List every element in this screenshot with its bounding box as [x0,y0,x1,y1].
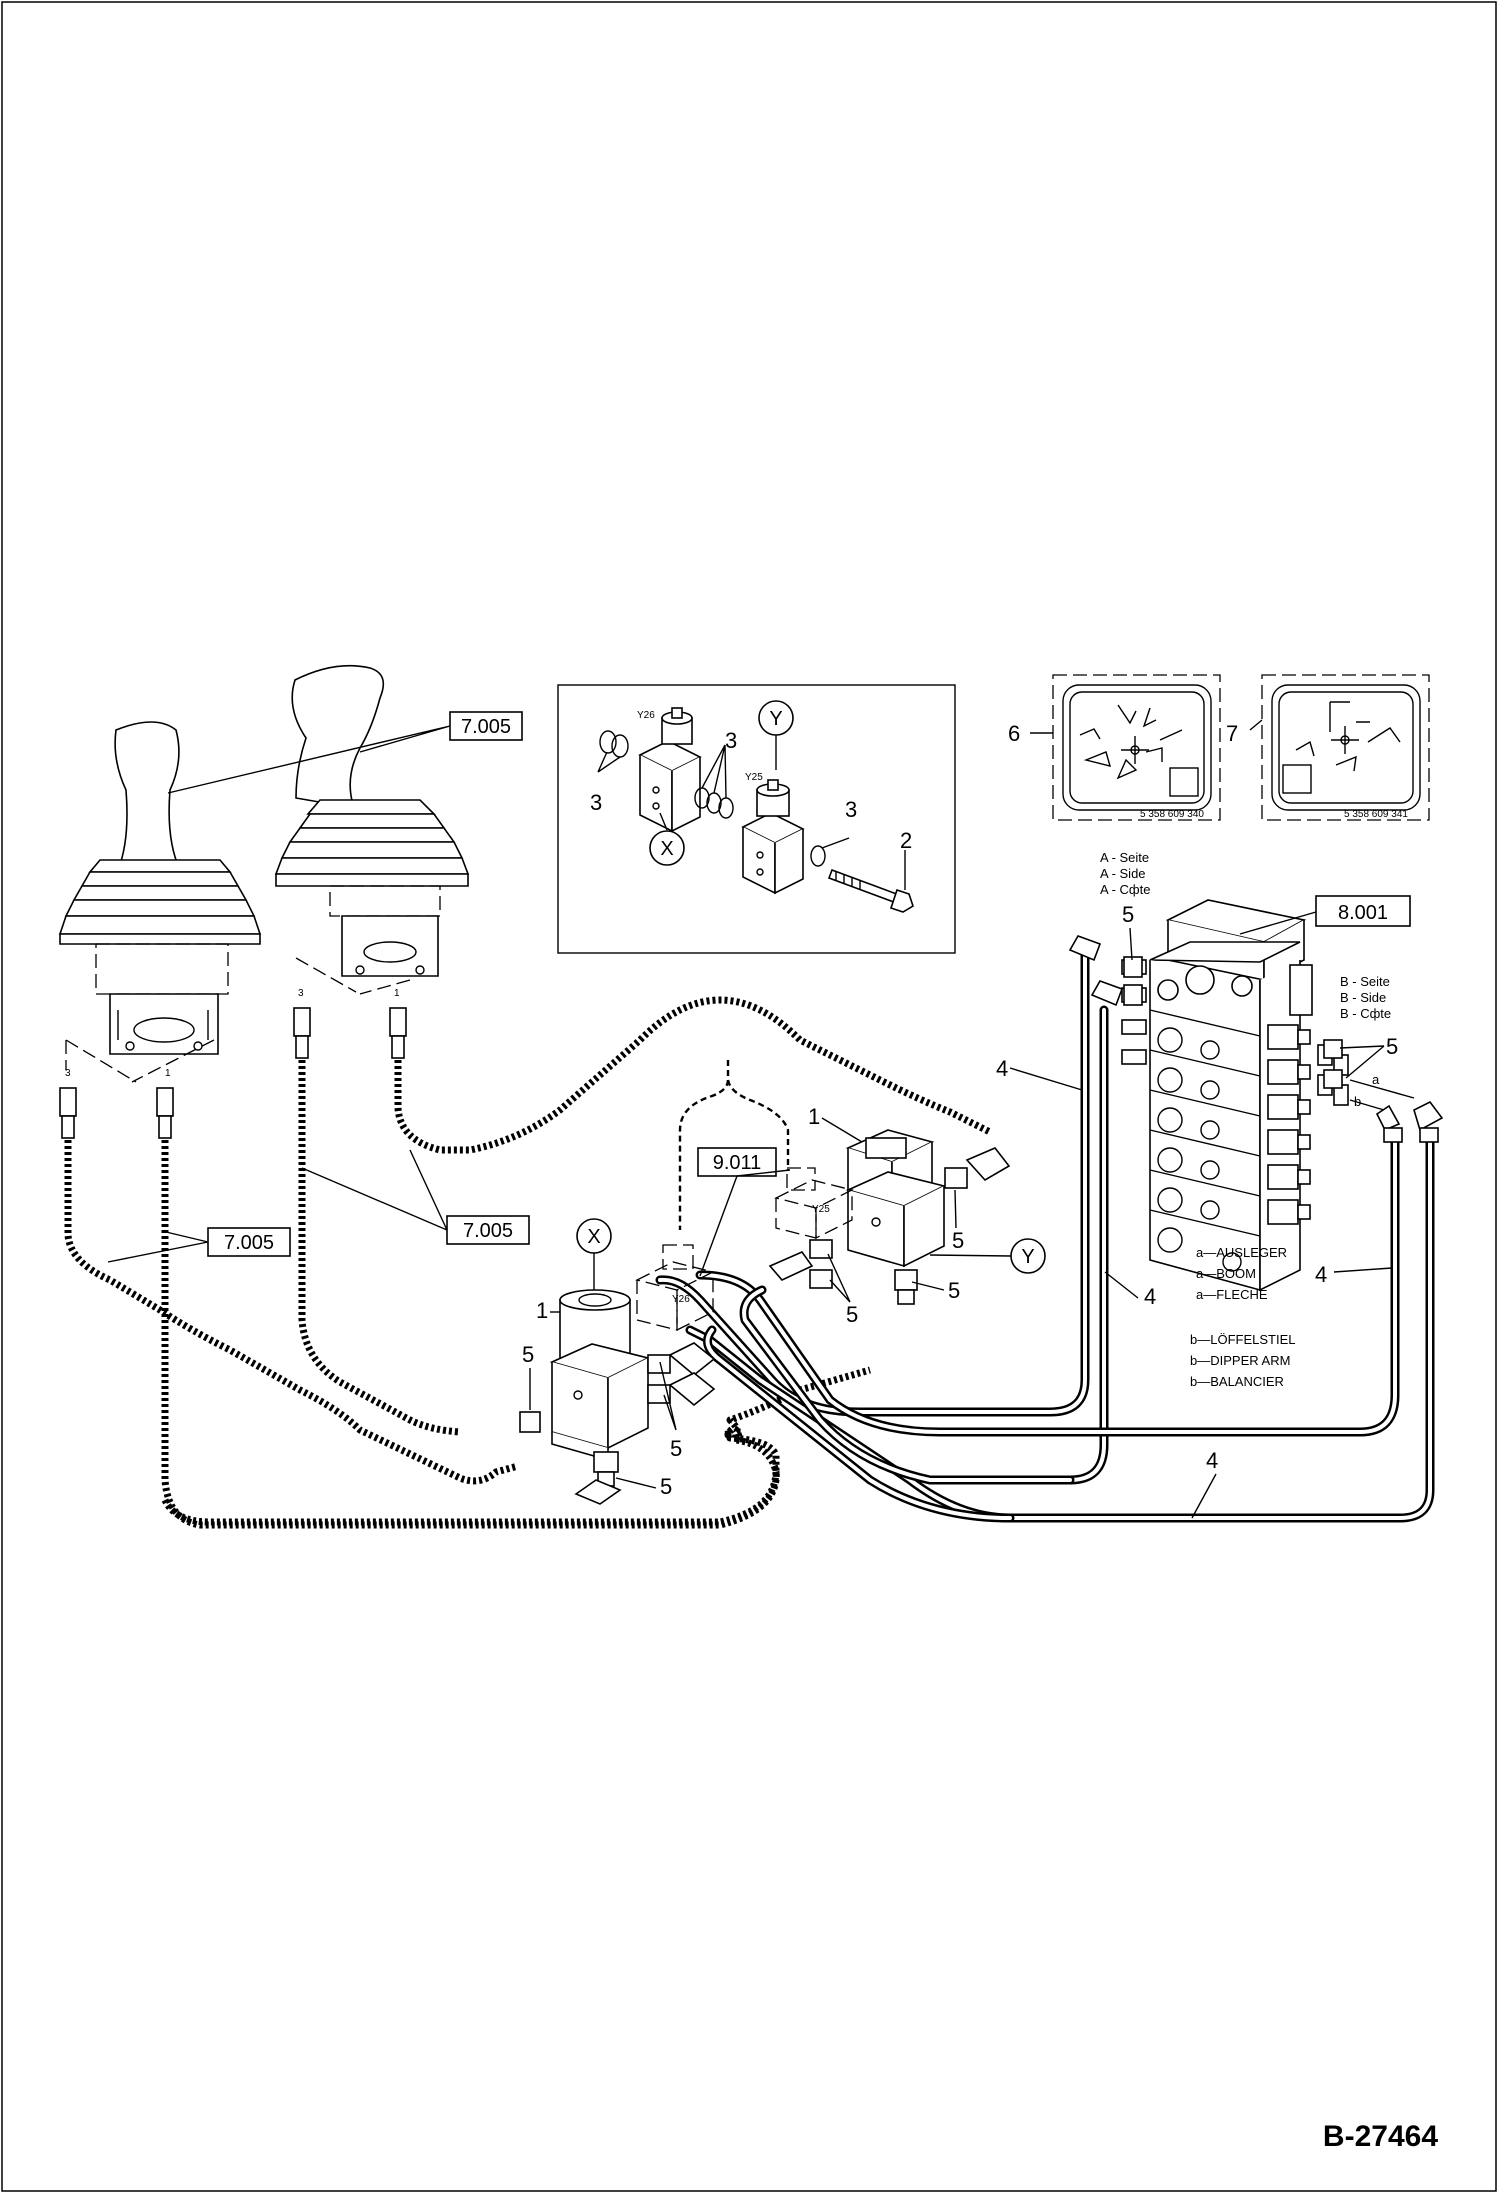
decal-6-part-number: 5 358 609 340 [1140,809,1204,820]
item-1-x: 1 [536,1298,548,1323]
ref-7005-c: 7.005 [463,1220,513,1242]
item-5-b: 5 [1386,1034,1398,1059]
detail-item-3-middle: 3 [725,728,737,753]
optional-valve-9011: Y26 Y25 [635,1167,854,1332]
legend-b-line-3: b—BALANCIER [1190,1374,1284,1389]
legend-a-line-3: a—FLECHE [1196,1287,1268,1302]
side-a-labels: A - Seite A - Side A - Cфte [1100,850,1150,897]
y26-main-label: Y26 [672,1294,690,1305]
y25-main-label: Y25 [812,1204,830,1215]
detail-marker-y: Y [769,708,782,730]
legend-a: a—AUSLEGER a—BOOM a—FLECHE [1196,1245,1287,1302]
detail-valve-y26: Y26 [637,707,702,833]
ref-7005-a: 7.005 [461,716,511,738]
ref-7005-c-box [446,1215,530,1245]
item-6: 6 [1008,721,1020,746]
ref-7005-a-box [449,711,523,741]
detail-item-3-left: 3 [590,790,602,815]
solenoid-valve-x [519,1289,716,1505]
left-port-1: 1 [165,1068,171,1079]
item-5-h: 5 [660,1474,672,1499]
pilot-hoses [64,996,992,1529]
legend-b-line-1: b—LÖFFELSTIEL [1190,1332,1295,1347]
side-b-line-3: B - Cфte [1340,1006,1391,1021]
ref-8001-box [1315,895,1411,927]
side-b-line-1: B - Seite [1340,974,1390,989]
ref-9011: 9.011 [713,1152,762,1174]
item-4-d: 4 [1206,1448,1218,1473]
item-5-a: 5 [1122,902,1134,927]
item-5-f: 5 [522,1342,534,1367]
legend-b-line-2: b—DIPPER ARM [1190,1353,1290,1368]
drawing-number: B-27464 [1323,2120,1438,2153]
right-port-1: 1 [394,988,400,999]
control-valve-8001 [1121,899,1349,1292]
decal-6: 5 358 609 340 6 [1008,674,1221,821]
side-a-line-2: A - Side [1100,866,1146,881]
solenoid-valve-y [768,1129,1011,1305]
left-joystick [58,721,262,1083]
marker-y: Y [1021,1246,1034,1268]
y26-label: Y26 [637,710,655,721]
legend-a-line-2: a—BOOM [1196,1266,1256,1281]
side-a-line-1: A - Seite [1100,850,1149,865]
item-4-b: 4 [1144,1284,1156,1309]
item-4-c: 4 [1315,1262,1327,1287]
item-5-d: 5 [948,1278,960,1303]
control-valve-fittings [1123,956,1343,1089]
right-joystick [274,664,470,995]
hose-elbows [1068,935,1444,1143]
detail-bolt [827,868,914,913]
item-5-g: 5 [670,1436,682,1461]
side-b-labels: B - Seite B - Side B - Cфte [1340,974,1391,1021]
decal-7-part-number: 5 358 609 341 [1344,809,1408,820]
joystick-ports: 3 1 3 1 [59,988,407,1139]
detail-marker-x: X [660,838,673,860]
ref-7005-b: 7.005 [224,1232,274,1254]
y25-label: Y25 [745,772,763,783]
ref-8001: 8.001 [1338,902,1388,924]
port-label-a: a [1372,1072,1380,1087]
valve-detail-inset: Y26 Y25 [557,684,956,954]
detail-item-2: 2 [900,828,912,853]
legend-a-line-1: a—AUSLEGER [1196,1245,1287,1260]
right-port-3: 3 [298,988,304,999]
main-hoses [655,950,1435,1523]
port-label-b: b [1354,1094,1361,1109]
detail-valve-y25: Y25 [741,772,805,895]
detail-item-3-right: 3 [845,797,857,822]
item-5-e: 5 [846,1302,858,1327]
item-4-a: 4 [996,1056,1008,1081]
ref-7005-b-box [207,1227,291,1257]
legend-b: b—LÖFFELSTIEL b—DIPPER ARM b—BALANCIER [1190,1332,1295,1389]
side-b-line-2: B - Side [1340,990,1386,1005]
left-port-3: 3 [65,1068,71,1079]
decal-7: 5 358 609 341 7 [1226,674,1430,821]
marker-x: X [587,1226,600,1248]
item-1-y: 1 [808,1104,820,1129]
side-a-line-3: A - Cфte [1100,882,1150,897]
item-5-c: 5 [952,1228,964,1253]
item-7: 7 [1226,721,1238,746]
